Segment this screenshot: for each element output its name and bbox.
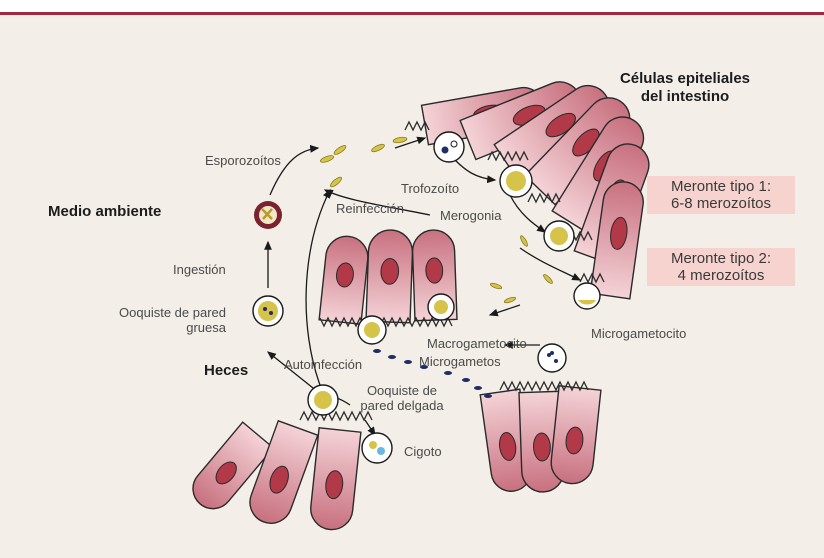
label-trophozoite: Trofozoíto xyxy=(401,181,459,196)
label-feces: Heces xyxy=(204,362,248,380)
zygote xyxy=(362,433,392,463)
box-meront-type-1: Meronte tipo 1: 6-8 merozoítos xyxy=(647,176,795,214)
box-meront-type-2-line1: Meronte tipo 2: xyxy=(647,250,795,267)
thick-wall-oocyst xyxy=(253,296,283,326)
oocyst-environment xyxy=(254,201,282,229)
microgametocyte-stage xyxy=(574,283,600,309)
box-meront-type-2-line2: 4 merozoítos xyxy=(647,267,795,284)
label-thin-oocyst: Ooquiste de pared delgada xyxy=(347,383,457,413)
top-rule xyxy=(0,12,824,15)
label-thin-oocyst-line2: pared delgada xyxy=(347,398,457,413)
thin-wall-oocyst xyxy=(308,385,338,415)
lower-epithelium xyxy=(480,386,601,494)
label-zygote: Cigoto xyxy=(404,444,442,459)
label-merogony: Merogonia xyxy=(440,208,501,223)
trophozoite xyxy=(434,132,464,162)
label-thick-oocyst-line2: gruesa xyxy=(86,320,226,335)
label-reinfection: Reinfección xyxy=(336,201,404,216)
label-microgametes: Microgametos xyxy=(419,354,501,369)
label-autoinfection: Autoinfección xyxy=(284,357,362,372)
microgametocyte-lower xyxy=(538,344,566,372)
meront-type-2 xyxy=(544,221,574,251)
box-meront-type-1-line1: Meronte tipo 1: xyxy=(647,178,795,195)
label-ingestion: Ingestión xyxy=(173,262,226,277)
label-thin-oocyst-line1: Ooquiste de xyxy=(347,383,457,398)
label-sporozoites: Esporozoítos xyxy=(205,153,281,168)
label-microgametocyte: Microgametocito xyxy=(591,326,686,341)
meront-type-1 xyxy=(500,165,532,197)
box-meront-type-2: Meronte tipo 2: 4 merozoítos xyxy=(647,248,795,286)
label-environment: Medio ambiente xyxy=(48,203,161,221)
label-epithelial-cells-line2: del intestino xyxy=(600,88,770,106)
label-epithelial-cells-line1: Células epiteliales xyxy=(600,70,770,88)
label-macrogametocyte: Macrogametocito xyxy=(427,336,527,351)
label-epithelial-cells: Células epiteliales del intestino xyxy=(600,70,770,106)
box-meront-type-1-line2: 6-8 merozoítos xyxy=(647,195,795,212)
label-thick-oocyst-line1: Ooquiste de pared xyxy=(86,305,226,320)
epithelial-cell-middle-2 xyxy=(366,229,413,322)
label-thick-oocyst: Ooquiste de pared gruesa xyxy=(86,305,226,335)
